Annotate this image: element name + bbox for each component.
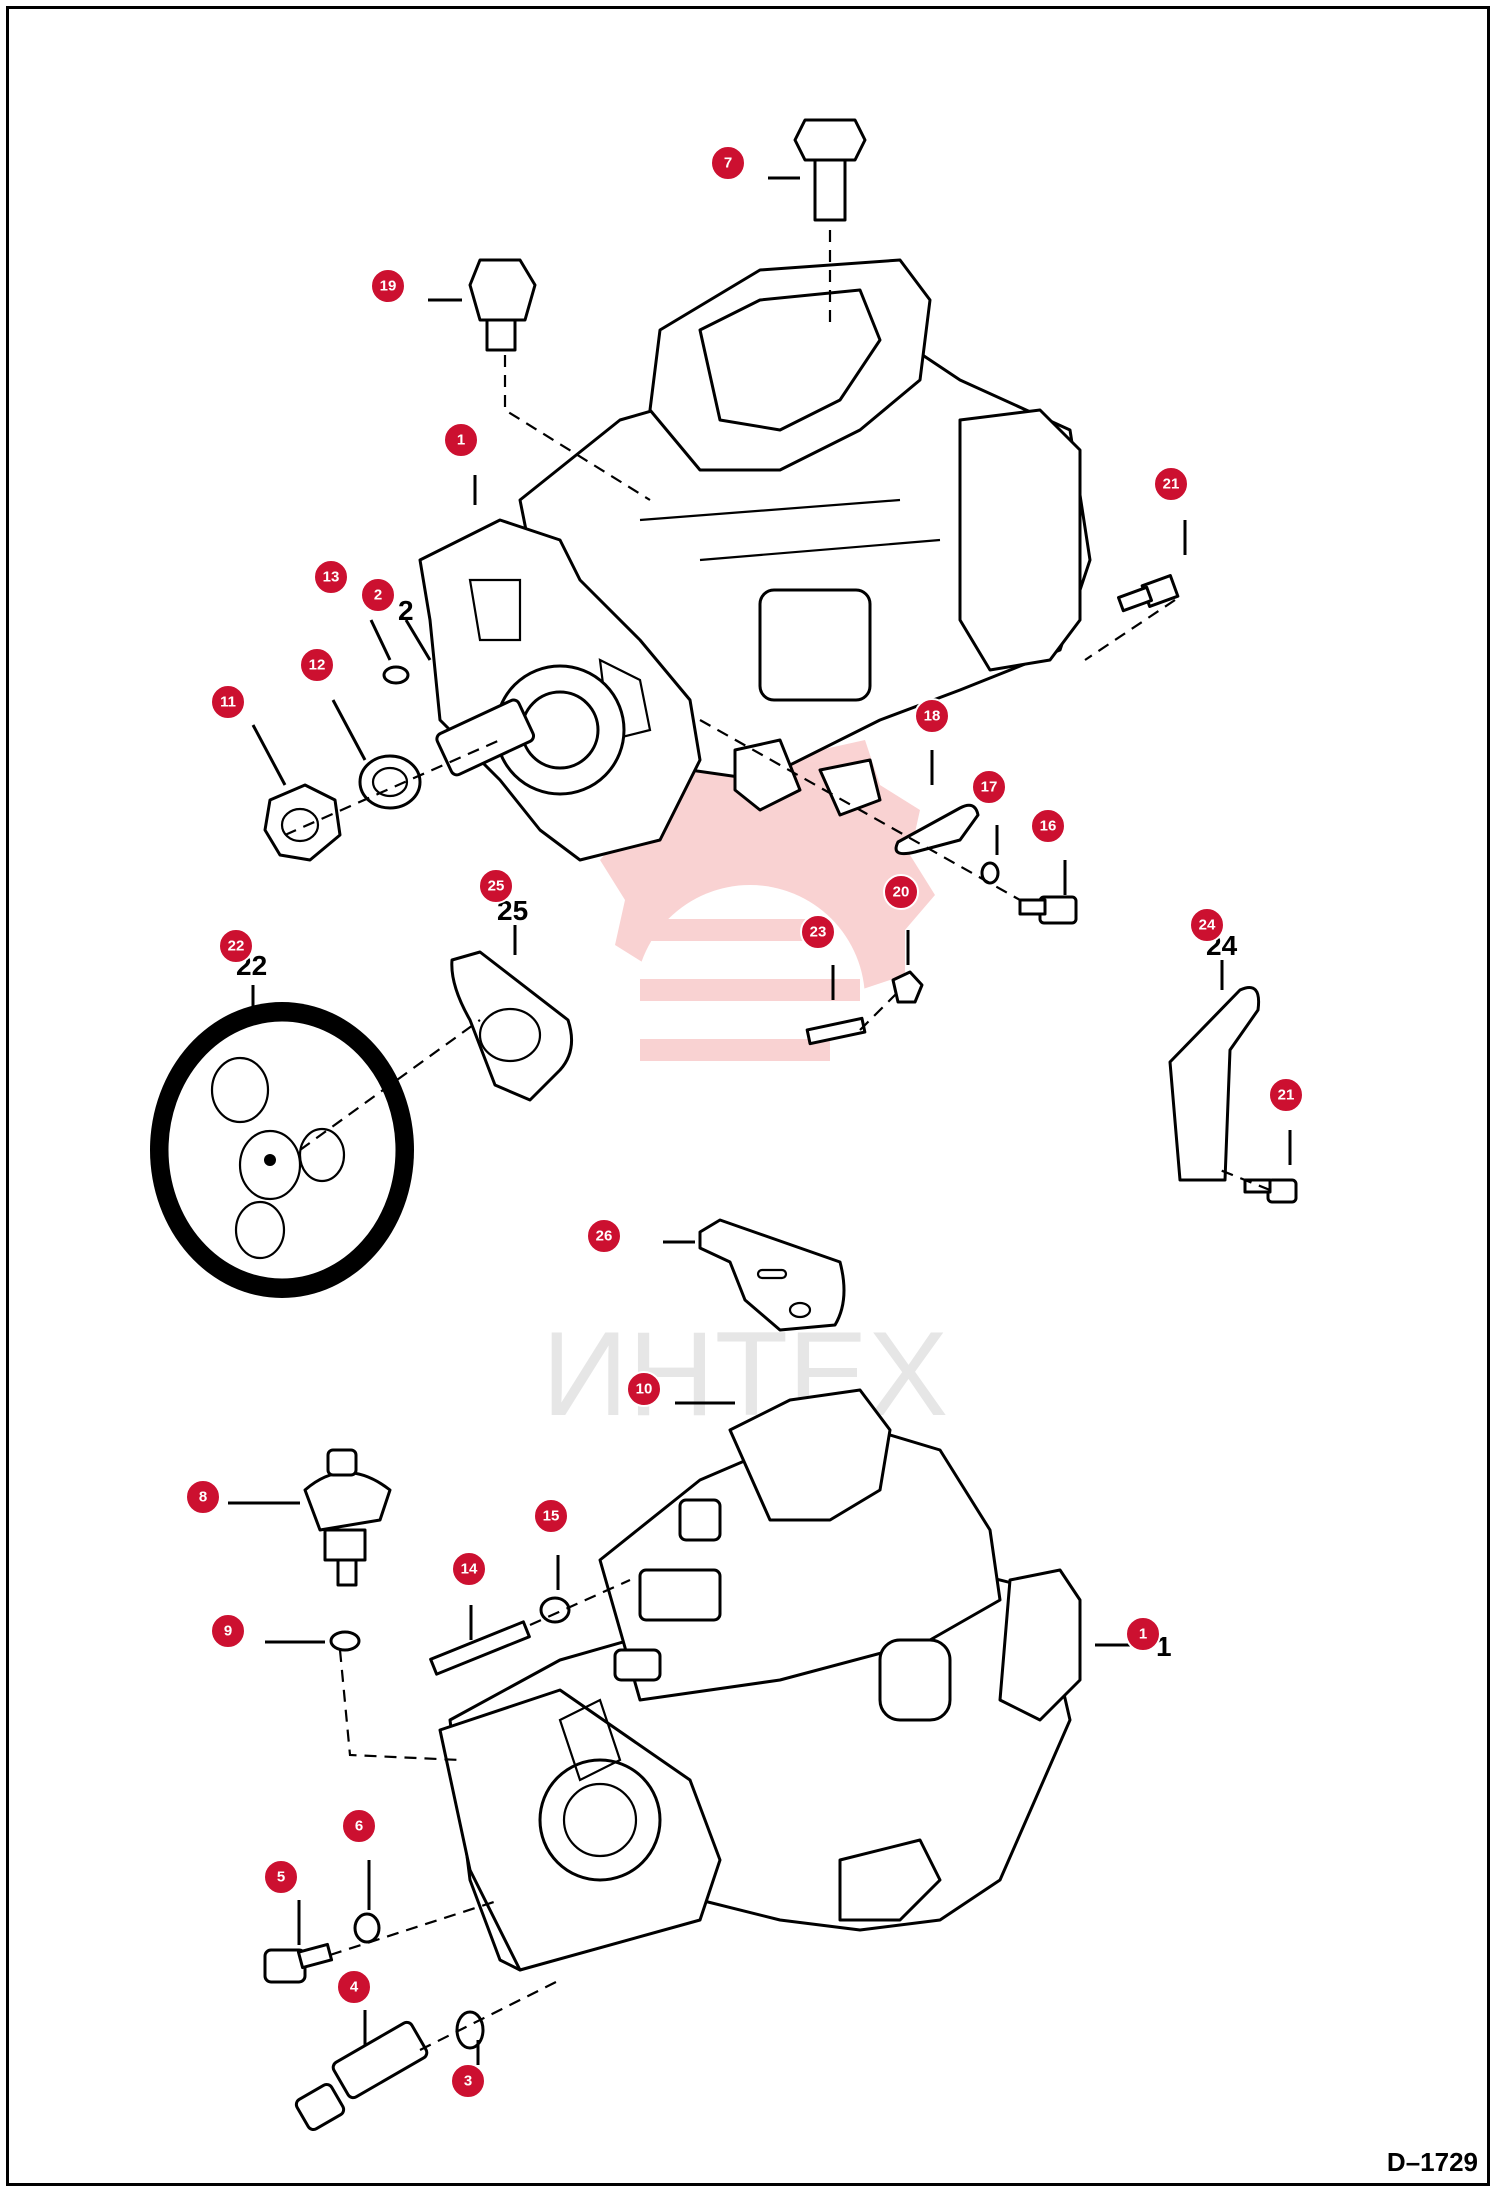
callout-9: 9 <box>210 1613 246 1649</box>
svg-text:22: 22 <box>228 938 245 955</box>
callout-25: 25 <box>478 868 514 904</box>
callout-8: 8 <box>185 1479 221 1515</box>
callout-21-bracket: 21 <box>1268 1077 1304 1113</box>
svg-text:21: 21 <box>1163 476 1180 493</box>
part-21-bolt-top <box>1117 574 1180 613</box>
callout-23: 23 <box>800 914 836 950</box>
part-9-washer <box>329 1630 361 1652</box>
callout-14: 14 <box>451 1551 487 1587</box>
svg-text:12: 12 <box>309 657 326 674</box>
part-26-lever <box>698 1218 846 1332</box>
callout-11: 11 <box>210 684 246 720</box>
callout-22: 22 <box>218 928 254 964</box>
bottom-injection-pump <box>438 1388 1082 1972</box>
callout-20: 20 <box>883 874 919 910</box>
callout-19: 19 <box>370 268 406 304</box>
svg-text:8: 8 <box>199 1489 207 1506</box>
callout-24: 24 <box>1189 907 1225 943</box>
callout-1-bottom: 1 <box>1125 1616 1161 1652</box>
svg-text:15: 15 <box>543 1508 560 1525</box>
svg-text:10: 10 <box>636 1381 653 1398</box>
callout-26: 26 <box>586 1218 622 1254</box>
svg-text:11: 11 <box>220 694 236 711</box>
callout-6: 6 <box>341 1808 377 1844</box>
svg-text:26: 26 <box>596 1228 613 1245</box>
svg-text:23: 23 <box>810 924 827 941</box>
part-13-key <box>382 665 410 685</box>
callout-18: 18 <box>914 698 950 734</box>
svg-text:4: 4 <box>350 1979 359 1996</box>
svg-text:20: 20 <box>893 884 910 901</box>
part-19-plug <box>468 258 537 352</box>
part-21-bolt-bracket <box>1243 1178 1298 1204</box>
part-17-washer <box>980 861 1000 885</box>
part-12-washer <box>358 754 422 810</box>
svg-text:9: 9 <box>224 1623 232 1640</box>
part-11-nut <box>263 783 342 862</box>
part-15-washer <box>539 1596 571 1624</box>
svg-text:18: 18 <box>924 708 941 725</box>
part-6-washer <box>353 1912 381 1944</box>
part-5-bolt <box>263 1942 334 1984</box>
callout-4: 4 <box>336 1969 372 2005</box>
svg-text:6: 6 <box>355 1818 363 1835</box>
callout-1-top: 1 <box>443 422 479 458</box>
assembly-lines <box>284 230 1271 2051</box>
callout-3: 3 <box>450 2063 486 2099</box>
callout-17: 17 <box>971 769 1007 805</box>
leader-lines <box>228 176 1292 2065</box>
callout-5: 5 <box>263 1859 299 1895</box>
part-7-bolt <box>793 118 867 222</box>
part-4-fitting <box>294 2020 429 2132</box>
svg-text:3: 3 <box>464 2073 472 2090</box>
svg-text:1: 1 <box>457 432 465 449</box>
callout-21-top: 21 <box>1153 466 1189 502</box>
svg-text:13: 13 <box>323 569 340 586</box>
part-25-gasket <box>450 950 574 1102</box>
svg-text:21: 21 <box>1278 1087 1295 1104</box>
part-20-nut <box>891 970 924 1004</box>
svg-text:25: 25 <box>488 878 505 895</box>
part-8-sensor <box>303 1448 392 1587</box>
callout-10: 10 <box>626 1371 662 1407</box>
figure-id: D–1729 <box>1386 2147 1478 2177</box>
callout-16: 16 <box>1030 808 1066 844</box>
callout-13: 13 <box>313 559 349 595</box>
svg-text:5: 5 <box>277 1869 285 1886</box>
callout-7: 7 <box>710 145 746 181</box>
svg-text:19: 19 <box>380 278 397 295</box>
svg-text:14: 14 <box>461 1561 478 1578</box>
svg-text:7: 7 <box>724 155 732 172</box>
svg-text:24: 24 <box>1199 917 1216 934</box>
svg-text:2: 2 <box>374 587 382 604</box>
label-2: 2 <box>398 595 414 626</box>
callout-12: 12 <box>299 647 335 683</box>
svg-text:1: 1 <box>1139 1626 1147 1643</box>
part-24-bracket <box>1168 986 1261 1182</box>
callout-15: 15 <box>533 1498 569 1534</box>
top-injection-pump <box>418 258 1092 862</box>
part-22-gear <box>150 1002 414 1298</box>
svg-text:17: 17 <box>981 779 998 796</box>
svg-text:16: 16 <box>1040 818 1057 835</box>
diagram-frame <box>6 6 1490 2186</box>
callout-2: 2 <box>360 577 396 613</box>
part-16-bolt <box>1018 895 1078 925</box>
part-14-stud <box>429 1620 531 1676</box>
